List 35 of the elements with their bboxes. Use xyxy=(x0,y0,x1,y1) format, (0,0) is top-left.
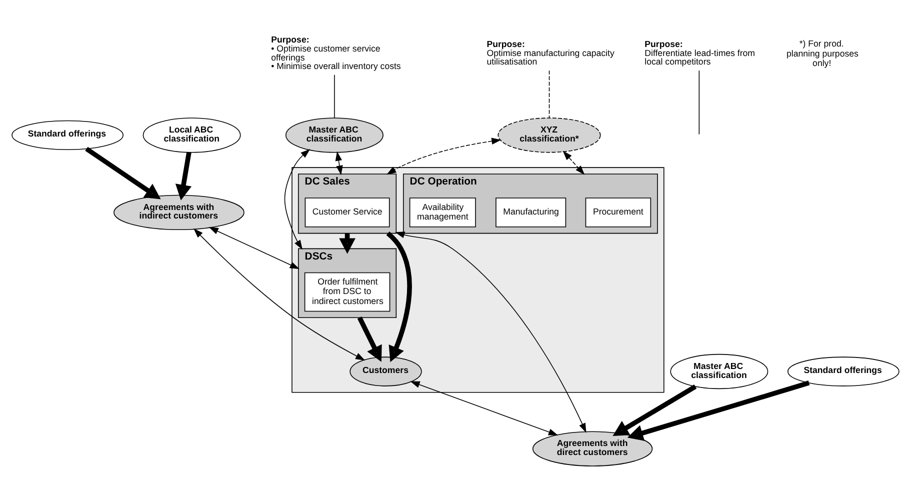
node-box: Procurement xyxy=(585,198,652,228)
arrow xyxy=(284,149,310,250)
node-ellipse: Standard offerings xyxy=(12,120,124,150)
node-ellipse: XYZ classification* xyxy=(498,118,601,153)
arrow xyxy=(395,232,586,433)
node-text: Purpose: Differentiate lead-times from local competitors xyxy=(644,39,755,67)
node-ellipse: Master ABC classification xyxy=(285,118,384,153)
arrow xyxy=(627,380,810,441)
node-box: Customer Service xyxy=(304,198,390,228)
node-box: Manufacturing xyxy=(496,198,566,228)
arrow xyxy=(386,231,412,362)
node-ellipse: Agreements with direct customers xyxy=(532,431,653,466)
arrow xyxy=(208,227,300,270)
node-box: Order fulfilment from DSC to indirect customers xyxy=(304,272,390,312)
connector xyxy=(548,70,550,119)
arrow xyxy=(612,384,697,436)
arrow xyxy=(175,152,192,200)
node-ellipse: Customers xyxy=(350,356,422,386)
node-ellipse: Standard offerings xyxy=(787,356,900,386)
node-text: Purpose: Optimise manufacturing capacity utilisatisation xyxy=(486,39,614,67)
node-text: Purpose: • Optimise customer service offerings • Minimise overall inventory costs xyxy=(271,34,401,72)
arrow xyxy=(194,228,366,360)
node-ellipse: Master ABC classification xyxy=(670,354,768,390)
arrow xyxy=(335,151,343,176)
node-box: Availability management xyxy=(409,198,476,228)
node-ellipse: Local ABC classification xyxy=(142,118,241,153)
arrow xyxy=(562,150,585,175)
arrow xyxy=(410,381,558,436)
arrow xyxy=(357,316,382,362)
connector xyxy=(698,70,700,135)
node-ellipse: Agreements with indirect customers xyxy=(114,194,244,230)
label: *) For prod. planning purposes only! xyxy=(786,38,858,68)
arrow xyxy=(386,138,502,175)
arrow xyxy=(85,146,161,200)
connector xyxy=(334,74,335,118)
